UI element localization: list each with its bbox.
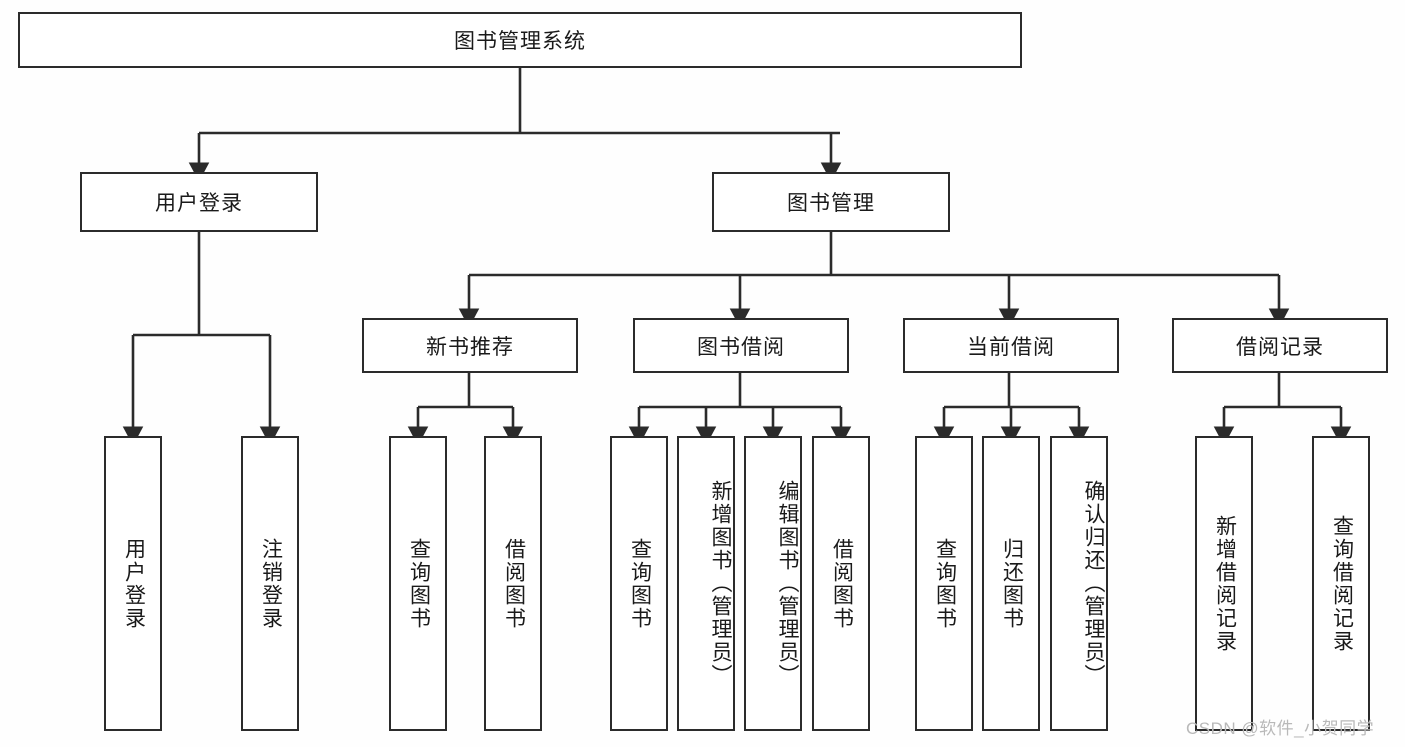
leaf-borrow-borrow-book[interactable]: 借阅图书 [812,436,870,731]
leaf-user-login[interactable]: 用户登录 [104,436,162,731]
node-book-management[interactable]: 图书管理 [712,172,950,232]
leaf-newbook-query-book[interactable]: 查询图书 [389,436,447,731]
node-root[interactable]: 图书管理系统 [18,12,1022,68]
leaf-borrow-add-book-admin[interactable]: 新增图书（管理员） [677,436,735,731]
leaf-borrow-query-book[interactable]: 查询图书 [610,436,668,731]
leaf-newbook-borrow-book[interactable]: 借阅图书 [484,436,542,731]
node-borrow-record[interactable]: 借阅记录 [1172,318,1388,373]
leaf-record-query-record[interactable]: 查询借阅记录 [1312,436,1370,731]
leaf-current-return-book[interactable]: 归还图书 [982,436,1040,731]
node-new-book-recommend[interactable]: 新书推荐 [362,318,578,373]
leaf-current-confirm-return-admin[interactable]: 确认归还（管理员） [1050,436,1108,731]
node-current-borrow[interactable]: 当前借阅 [903,318,1119,373]
leaf-current-query-book[interactable]: 查询图书 [915,436,973,731]
leaf-record-add-record[interactable]: 新增借阅记录 [1195,436,1253,731]
watermark: CSDN @软件_小贺同学 [1186,719,1375,738]
node-user-login[interactable]: 用户登录 [80,172,318,232]
node-book-borrow[interactable]: 图书借阅 [633,318,849,373]
leaf-user-logout[interactable]: 注销登录 [241,436,299,731]
leaf-borrow-edit-book-admin[interactable]: 编辑图书（管理员） [744,436,802,731]
